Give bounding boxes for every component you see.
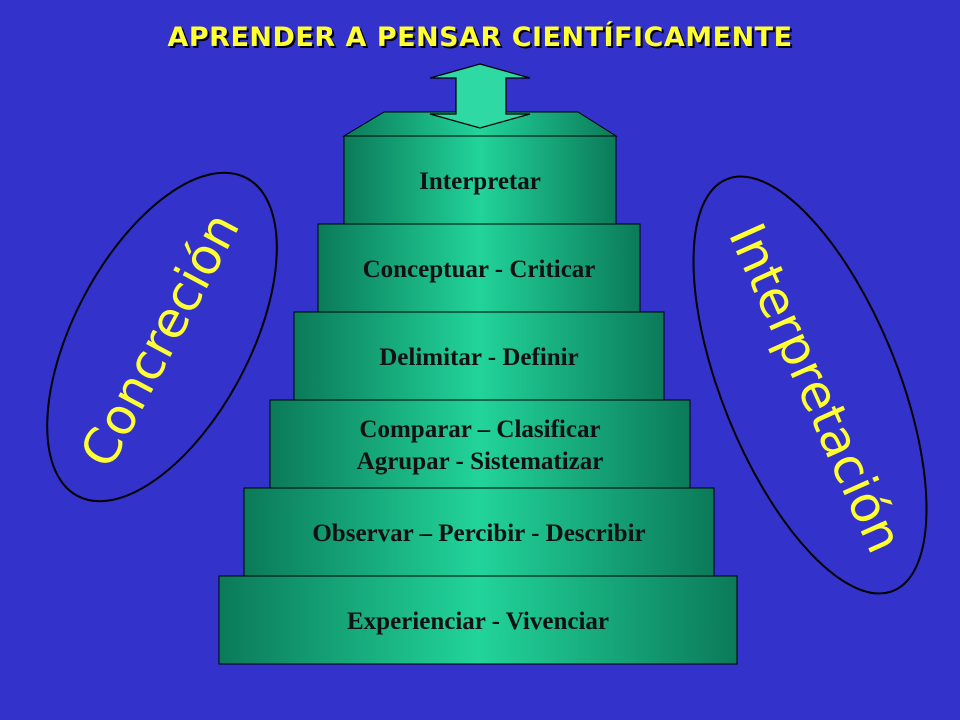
step-label: Experienciar - Vivenciar [347,608,609,635]
step-2: Conceptuar - Criticar [317,223,641,313]
step-6: Experienciar - Vivenciar [218,575,738,665]
step-label: Delimitar - Definir [379,344,578,371]
step-label: Conceptuar - Criticar [363,256,596,283]
step-box [343,135,617,225]
step-box [243,487,715,577]
step-label: Comparar – Clasificar [359,416,600,443]
step-label: Agrupar - Sistematizar [357,448,604,475]
step-label: Observar – Percibir - Describir [312,520,645,547]
step-box [293,311,665,401]
step-3: Delimitar - Definir [293,311,665,401]
step-label: Interpretar [419,168,541,195]
step-box [269,399,691,489]
right-oval-label: Interpretación [717,215,914,561]
page-title: APRENDER A PENSAR CIENTÍFICAMENTE [167,22,793,53]
step-5: Observar – Percibir - Describir [243,487,715,577]
step-1: Interpretar [343,135,617,225]
double-arrow-up-down-icon [429,63,531,129]
left-oval-label: Concreción [69,203,251,476]
step-box [218,575,738,665]
